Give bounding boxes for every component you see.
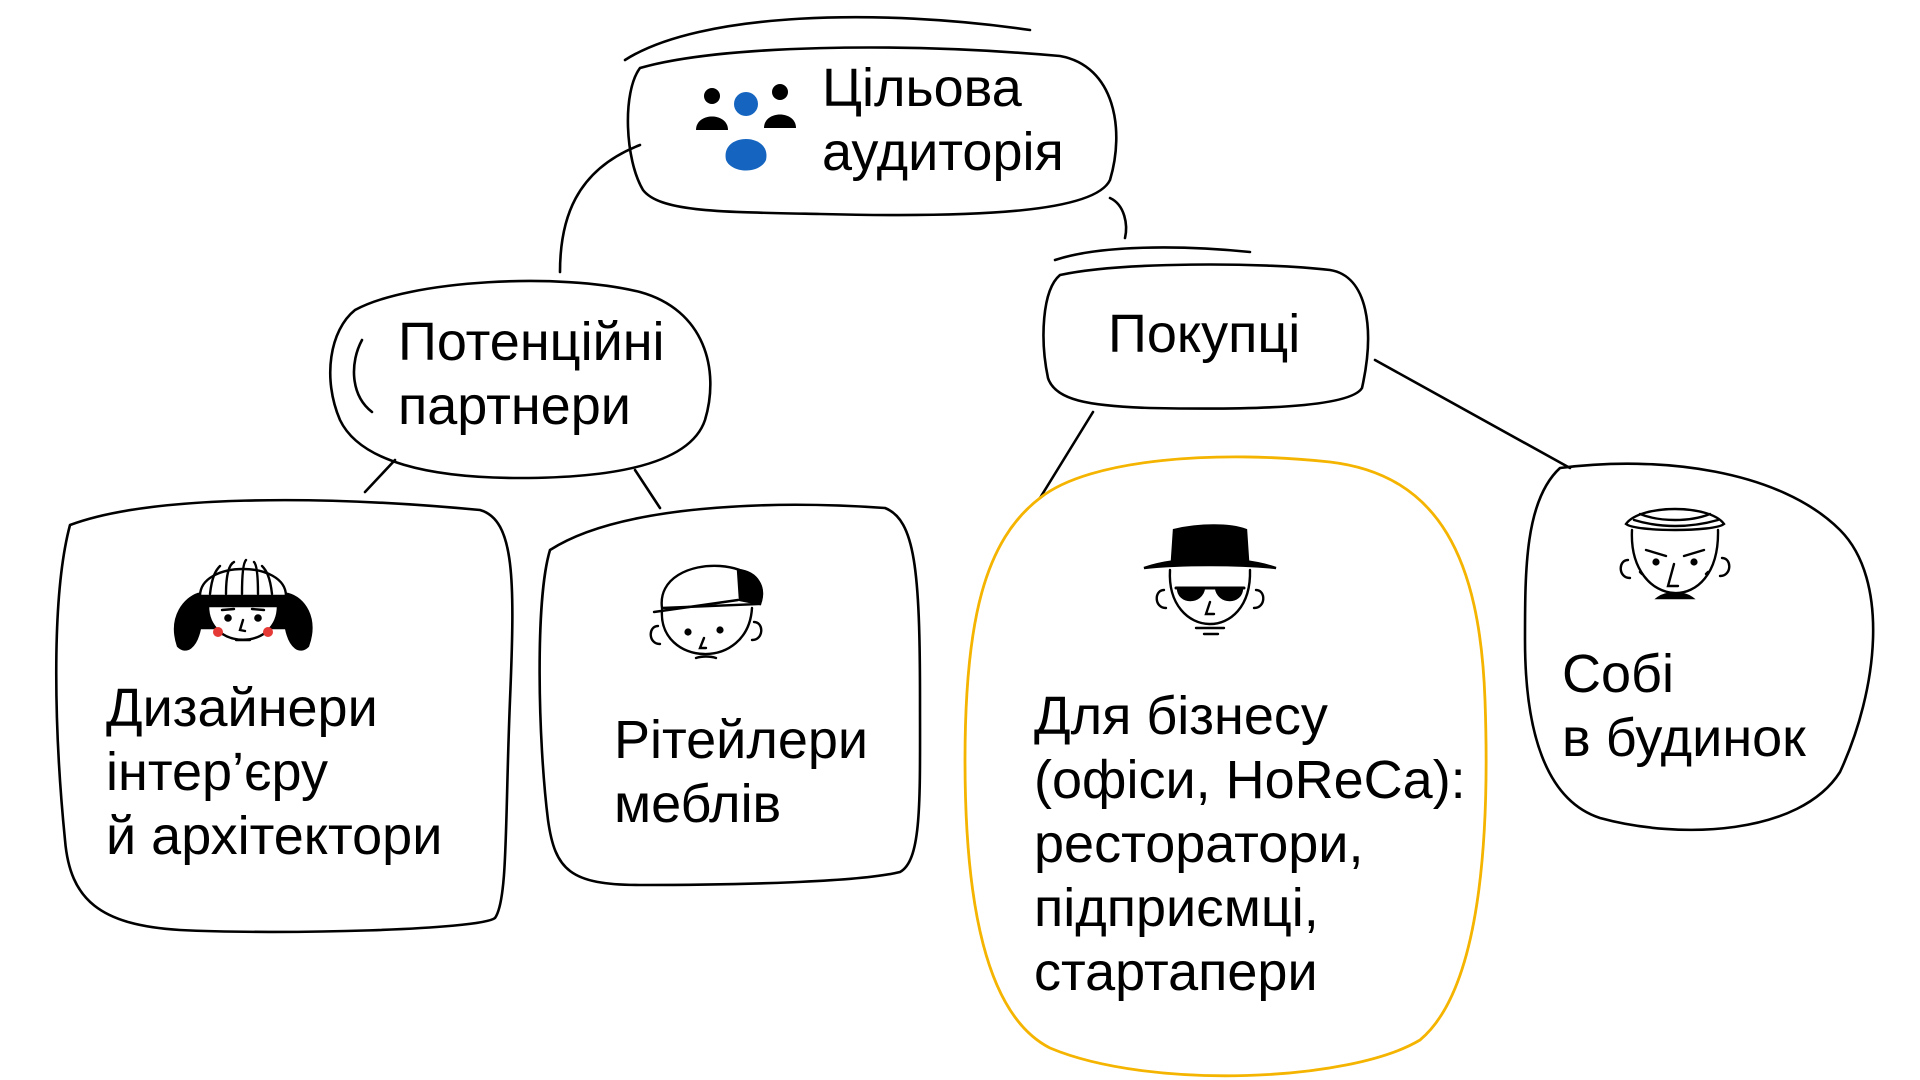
connector-root-partners: [558, 143, 642, 274]
root-label: Цільова аудиторія: [822, 58, 1064, 182]
connector-buyers-home: [1373, 358, 1572, 470]
connector-partners-designers: [363, 458, 397, 494]
partners-node-inner-stroke: [352, 338, 374, 414]
partners-node-outline: [329, 279, 712, 480]
homeowner-face-icon: [1619, 507, 1731, 600]
root-node-stroke: [623, 15, 1032, 62]
partners-label: Потенційні партнери: [398, 312, 665, 436]
designers-label: Дизайнери інтер’єру й архітектори: [106, 678, 443, 866]
connector-partners-retailers: [633, 468, 662, 510]
home-label: Собі в будинок: [1562, 644, 1806, 768]
users-group-icon: [696, 84, 796, 171]
home-node-outline: [1523, 462, 1875, 832]
business-node-outline: [963, 455, 1488, 1078]
retailer-face-icon: [649, 564, 764, 660]
buyers-label: Покупці: [1108, 304, 1301, 364]
root-node-outline: [626, 46, 1118, 217]
designers-node-outline: [54, 498, 514, 934]
retailers-node-outline: [538, 503, 922, 887]
designer-face-icon: [173, 558, 313, 651]
buyers-node-outline: [1042, 263, 1370, 410]
buyers-node-stroke: [1053, 246, 1252, 262]
connector-buyers-business: [1038, 410, 1095, 500]
retailers-label: Рітейлери меблів: [614, 710, 869, 834]
connector-root-buyers: [1108, 196, 1128, 240]
businessman-face-icon: [1143, 524, 1277, 636]
business-label: Для бізнесу (офіси, HoReCa): ресторатори…: [1034, 686, 1466, 1002]
